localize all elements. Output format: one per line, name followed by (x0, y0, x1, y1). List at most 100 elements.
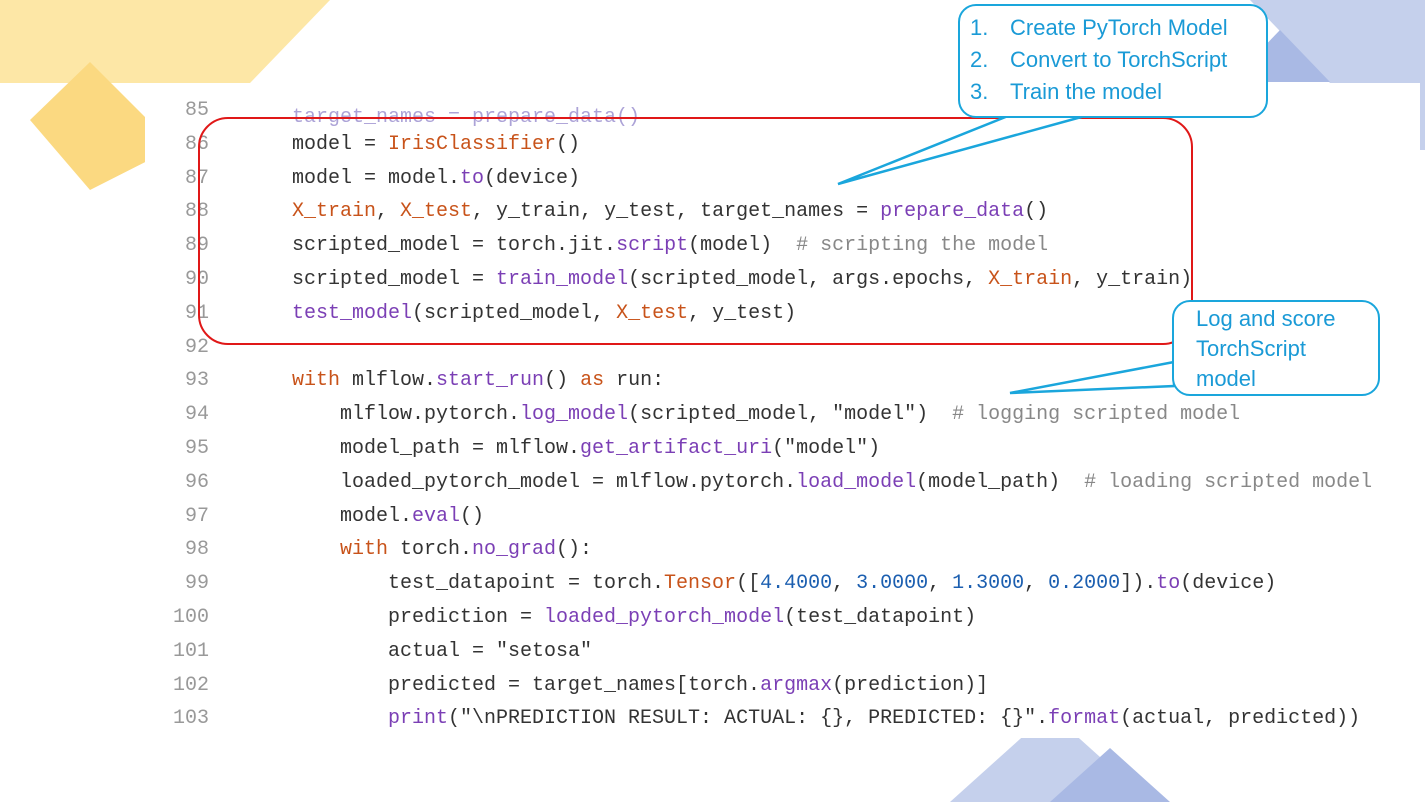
code-token: eval (412, 504, 461, 528)
blue-shape-top-right (1250, 0, 1425, 150)
code-token: (scripted_model, "model") (628, 403, 953, 427)
code-token: IrisClassifier (388, 132, 557, 156)
code-token: 4.4000 (760, 572, 833, 596)
code-line: 87 model = model.to(device) (145, 162, 1420, 196)
code-token: predicted = target_names[torch. (388, 673, 761, 697)
code-token: model. (340, 504, 413, 528)
line-number: 88 (184, 200, 209, 224)
code-text: model.eval() (340, 500, 484, 534)
code-line: 102 predicted = target_names[torch.argmax… (145, 669, 1420, 703)
code-text: X_train, X_test, y_train, y_test, target… (292, 195, 1048, 229)
line-number: 92 (184, 335, 209, 359)
code-token: format (1048, 707, 1121, 731)
code-token: prediction = (388, 606, 545, 629)
code-token: # logging scripted model (952, 403, 1241, 427)
step-number: 1. (970, 15, 989, 40)
code-token: test_model (292, 301, 413, 325)
code-token: run: (604, 369, 665, 393)
callout-text-line: Log and score (1196, 306, 1336, 331)
code-token: , (928, 572, 953, 596)
code-token: 1.3000 (952, 572, 1025, 596)
code-token: (scripted_model, (412, 301, 617, 325)
code-token: torch. (388, 538, 473, 562)
step-number: 2. (970, 47, 989, 72)
code-text: test_datapoint = torch.Tensor([4.4000, 3… (388, 567, 1276, 601)
code-token: with (292, 369, 341, 393)
code-token: scripted_model = (292, 268, 497, 291)
line-number: 102 (172, 673, 209, 697)
line-number: 87 (184, 166, 209, 190)
line-number: 97 (184, 504, 209, 528)
code-text: predicted = target_names[torch.argmax(pr… (388, 669, 988, 703)
code-text: scripted_model = torch.jit.script(model)… (292, 229, 1048, 263)
step-2: 2. Convert to TorchScript (970, 44, 1266, 76)
code-token: mlflow. (340, 369, 437, 393)
code-line: 97 model.eval() (145, 500, 1420, 534)
code-token: get_artifact_uri (580, 437, 773, 460)
code-token: , (376, 200, 401, 224)
step-text: Convert to TorchScript (1010, 47, 1228, 72)
code-line: 88 X_train, X_test, y_train, y_test, targ… (145, 195, 1420, 229)
code-token: X_train (988, 268, 1073, 291)
code-token: , y_train) (1072, 268, 1193, 291)
step-number: 3. (970, 79, 989, 104)
code-token: as (580, 369, 605, 393)
code-token: 3.0000 (856, 572, 929, 596)
code-token: () (556, 132, 581, 156)
code-token: , y_test) (688, 301, 797, 325)
code-token: actual = "setosa" (388, 639, 593, 663)
step-1: 1.Create PyTorch Model (970, 12, 1266, 44)
code-token: load_model (796, 470, 917, 494)
code-token: (): (556, 538, 593, 562)
yellow-shape (0, 0, 330, 83)
code-token: (model_path) (916, 470, 1085, 494)
line-number: 96 (184, 470, 209, 494)
code-token: argmax (760, 673, 833, 697)
line-number: 99 (184, 572, 209, 596)
code-token: (test_datapoint) (784, 606, 977, 629)
code-token: (prediction)] (832, 673, 989, 697)
code-token: X_test (616, 301, 689, 325)
code-token: ("model") (772, 437, 881, 460)
code-token: () (1024, 200, 1049, 224)
code-token: print (388, 707, 449, 731)
code-token: 0.2000 (1048, 572, 1121, 596)
code-token: (actual, predicted)) (1120, 707, 1361, 731)
code-text: scripted_model = train_model(scripted_mo… (292, 263, 1192, 297)
code-text: test_model(scripted_model, X_test, y_tes… (292, 297, 796, 331)
code-token: start_run (436, 369, 545, 393)
code-token: () (544, 369, 581, 393)
code-text: actual = "setosa" (388, 635, 592, 669)
code-token: test_datapoint = torch. (388, 572, 665, 596)
callout-text-line: TorchScript (1196, 336, 1307, 361)
step-text: Train the model (1010, 79, 1163, 104)
code-text: model_path = mlflow.get_artifact_uri("mo… (340, 432, 880, 466)
code-token: ]). (1120, 572, 1157, 596)
line-number: 93 (184, 369, 209, 393)
code-text: model = model.to(device) (292, 162, 580, 196)
code-text: mlflow.pytorch.log_model(scripted_model,… (340, 398, 1240, 432)
callout-text-line: model (1196, 366, 1256, 391)
code-token: () (460, 504, 485, 528)
code-token: X_test (400, 200, 473, 224)
code-line: 92 (145, 331, 1420, 365)
code-token: Tensor (664, 572, 737, 596)
line-number: 100 (172, 606, 209, 629)
code-token: script (616, 234, 689, 258)
code-token: loaded_pytorch_model = mlflow.pytorch. (340, 470, 797, 494)
callout-steps: 1.Create PyTorch Model 2. Convert to Torc… (958, 4, 1268, 118)
code-token: (device) (484, 166, 581, 190)
code-line: 99 test_datapoint = torch.Tensor([4.4000,… (145, 567, 1420, 601)
code-token: no_grad (472, 538, 557, 562)
code-token: ([ (736, 572, 761, 596)
line-number: 95 (184, 437, 209, 460)
code-line: 95 model_path = mlflow.get_artifact_uri("… (145, 432, 1420, 466)
line-number: 98 (184, 538, 209, 562)
code-token: to (460, 166, 485, 190)
